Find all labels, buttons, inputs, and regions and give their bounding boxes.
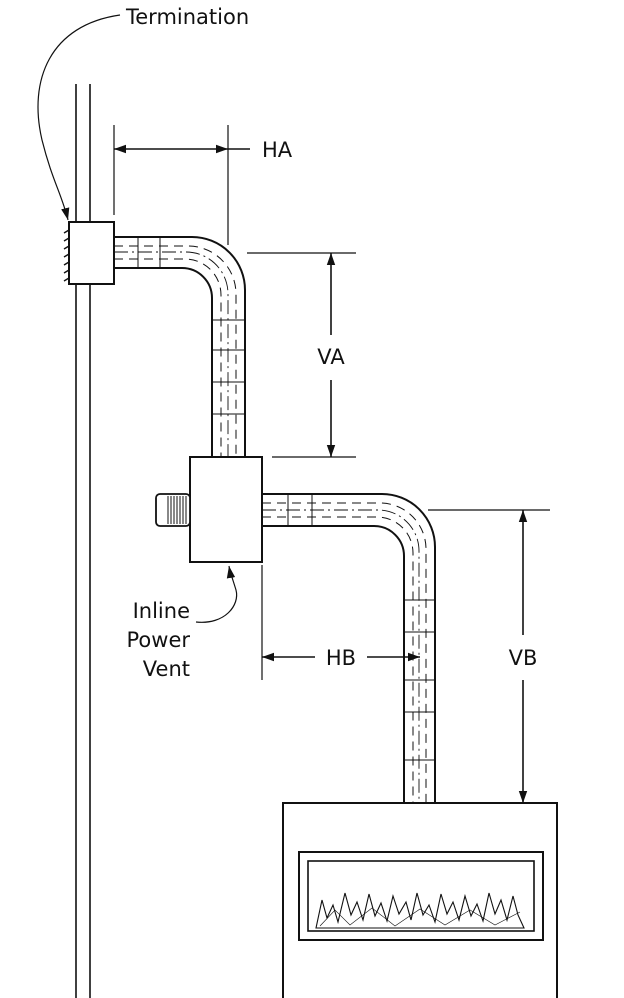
dimension-ha: HA	[114, 138, 293, 162]
dimension-hb: HB	[262, 646, 420, 670]
dimension-vb: VB	[509, 510, 538, 803]
fireplace-appliance	[282, 802, 558, 998]
extension-lines	[113, 125, 550, 680]
termination-cap	[63, 221, 115, 285]
inline-power-vent	[155, 456, 263, 563]
label-vb: VB	[509, 646, 538, 670]
upper-vent-pipe	[114, 236, 246, 457]
label-va: VA	[317, 345, 345, 369]
label-hb: HB	[326, 646, 356, 670]
label-power: Power	[127, 628, 191, 652]
lower-vent-pipe	[262, 493, 436, 803]
label-vent: Vent	[143, 657, 190, 681]
label-termination: Termination	[125, 5, 249, 29]
termination-callout: Termination	[37, 5, 249, 221]
flame-graphic	[315, 892, 525, 929]
inline-power-vent-callout: Inline Power Vent	[127, 565, 238, 681]
label-ha: HA	[262, 138, 293, 162]
dimension-va: VA	[317, 253, 345, 457]
label-inline: Inline	[133, 599, 190, 623]
